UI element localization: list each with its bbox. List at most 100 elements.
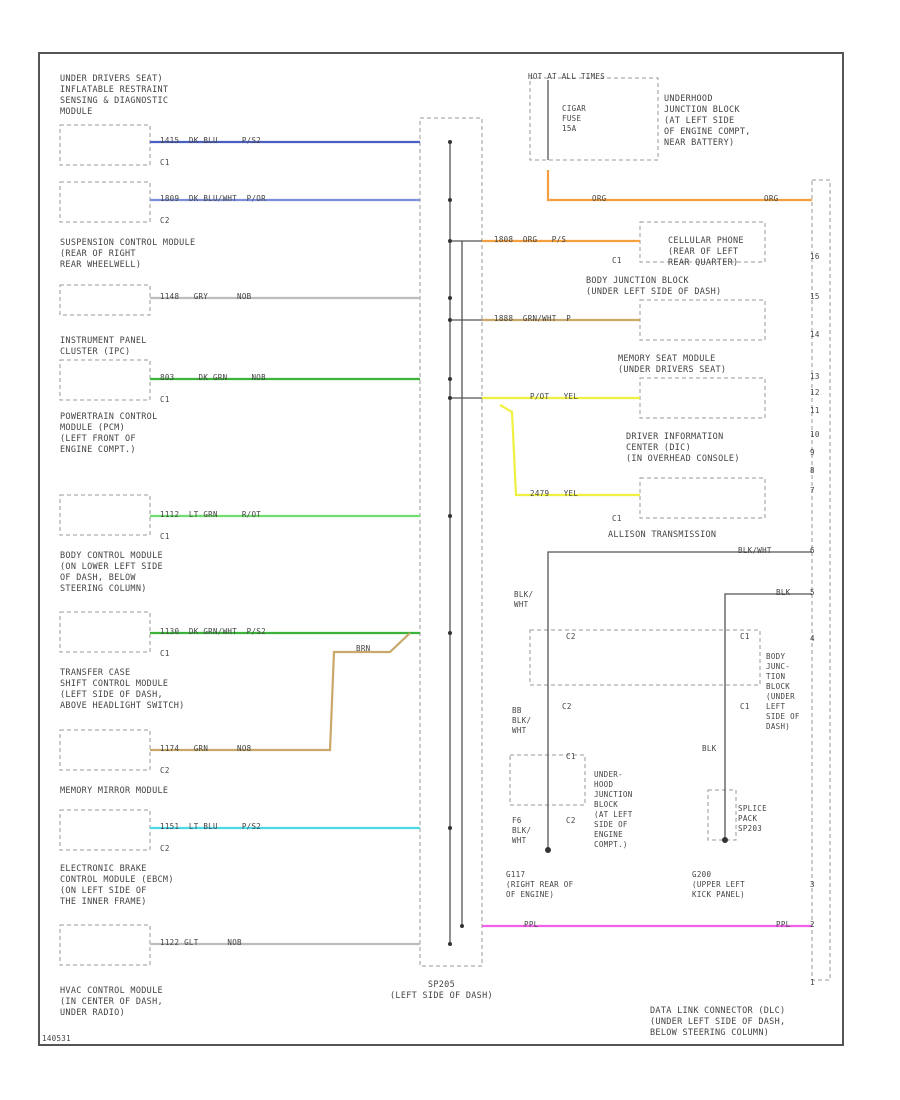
label-memory-seat: MEMORY SEAT MODULE (UNDER DRIVERS SEAT) [618,354,727,375]
dlc-pin-label: 11 [810,406,820,415]
conn-c15: C1 [740,632,750,641]
label-suspension: SUSPENSION CONTROL MODULE (REAR OF RIGHT… [60,238,196,270]
label-allison: ALLISON TRANSMISSION [608,530,717,540]
label-dlc: DATA LINK CONNECTOR (DLC) (UNDER LEFT SI… [650,1006,786,1038]
label-hvac: HVAC CONTROL MODULE (IN CENTER OF DASH, … [60,986,163,1018]
dlc-pin-label: 15 [810,292,820,301]
wire-label-org-b: ORG [764,194,779,203]
body-jb-right-box [529,629,761,686]
wire-blk [724,593,812,840]
splice-box [419,117,483,967]
conn-c20: C2 [566,816,576,825]
dlc-pin-label: 12 [810,388,820,397]
conn-c4: C1 [160,532,170,541]
conn-c7: C2 [160,766,170,775]
wire-label-org-a: ORG [592,194,607,203]
diagram-frame [38,52,844,1046]
fuse-box [529,77,659,161]
label-fuse: CIGAR FUSE 15A [562,104,587,133]
conn-c12: C1 [612,514,622,523]
conn-c16: C2 [562,702,572,711]
dlc-pin-label: 10 [810,430,820,439]
dlc-box [811,179,831,981]
wire-label-blk-2: BLK [702,744,717,753]
label-sp: SP205 (LEFT SIDE OF DASH) [390,980,493,1001]
module-box-ebcm [59,924,151,966]
conn-c8: C2 [160,844,170,853]
wire-label-blk-wht: BLK/WHT [738,546,772,555]
module-box-transfer [59,729,151,771]
dlc-pin-label: 16 [810,252,820,261]
conn-c3: C1 [160,395,170,404]
conn-c21: C1 [566,752,576,761]
conn-c9: C1 [612,256,622,265]
wire-label-2: 1809 DK BLU/WHT P/OR [160,194,266,203]
wire-label-blk: BLK [776,588,791,597]
module-box-suspension [59,284,151,316]
label-bcm: BODY CONTROL MODULE (ON LOWER LEFT SIDE … [60,551,163,594]
conn-c1: C1 [160,158,170,167]
dlc-pin-label: 9 [810,448,815,457]
conn-c17: C1 [740,702,750,711]
conn-c5: C1 [160,649,170,658]
conn-c2: C2 [160,216,170,225]
memory-seat-box [639,377,766,419]
splice-pack-box [707,789,737,841]
dlc-pin-label: 6 [810,546,815,555]
module-box-bcm [59,611,151,653]
module-box-inflatable [59,124,151,166]
dlc-pin-label: 1 [810,978,815,987]
label-g200: G200 (UPPER LEFT KICK PANEL) [692,870,745,899]
module-box-ipc [59,359,151,401]
label-hot: HOT AT ALL TIMES [528,72,606,81]
module-box-mirror [59,809,151,851]
ground-g117 [545,847,551,853]
wire-label-bb: BB BLK/ WHT [512,706,532,735]
dlc-pin-label: 8 [810,466,815,475]
wire-label-6: 1130 DK GRN/WHT P/S2 [160,627,266,636]
dic-box [639,477,766,519]
label-splice-pack: SPLICE PACK SP203 [738,804,767,833]
wire-label-12: P/OT YEL [530,392,579,401]
label-mirror: MEMORY MIRROR MODULE [60,786,169,796]
wire-label-3: 1148 GRY NOB [160,292,252,301]
wire-yel-2 [499,404,640,497]
label-ipc: INSTRUMENT PANEL CLUSTER (IPC) [60,336,147,357]
label-cellular: CELLULAR PHONE (REAR OF LEFT REAR QUARTE… [668,236,744,268]
dlc-pin-label: 5 [810,588,815,597]
label-dic: DRIVER INFORMATION CENTER (DIC) (IN OVER… [626,432,740,464]
wire-label-8: 1151 LT BLU P/S2 [160,822,262,831]
wire-label-1: 1415 DK BLU P/S2 [160,136,262,145]
wire-label-9: 1122 GLT NOB [160,938,242,947]
dlc-pin-label: 14 [810,330,820,339]
dlc-pin-label: 7 [810,486,815,495]
label-transfer: TRANSFER CASE SHIFT CONTROL MODULE (LEFT… [60,668,185,711]
module-box-pcm [59,494,151,536]
wire-label-13: 2479 YEL [530,489,579,498]
label-underhood-bottom: UNDER- HOOD JUNCTION BLOCK (AT LEFT SIDE… [594,770,633,849]
dlc-pin-label: 13 [810,372,820,381]
label-body-jb-top: BODY JUNCTION BLOCK (UNDER LEFT SIDE OF … [586,276,722,297]
wire-label-5: 1112 LT GRN R/OT [160,510,262,519]
wire-label-brn: BRN [356,644,371,653]
module-box-inflatable-c2 [59,181,151,223]
wire-label-11: 1888 GRN/WHT P [494,314,572,323]
wire-label-4: 803 DK GRN NOB [160,373,266,382]
wire-label-7: 1174 GRN NO8 [160,744,252,753]
dlc-pin-label: 2 [810,920,815,929]
ground-g200 [722,837,728,843]
wire-blk-wht [547,551,812,850]
label-body-jb-right: BODY JUNC- TION BLOCK (UNDER LEFT SIDE O… [766,652,800,731]
label-inflatable: UNDER DRIVERS SEAT) INFLATABLE RESTRAINT… [60,74,169,117]
wire-org-top [546,170,812,202]
wire-label-f6: F6 BLK/ WHT [512,816,532,845]
wire-brn [150,632,411,752]
body-jb-box [639,299,766,341]
wire-label-ppl-2: PPL [776,920,791,929]
label-figure: 140531 [42,1034,71,1043]
wire-label-blk-wht-2: BLK/ WHT [514,590,534,609]
label-pcm: POWERTRAIN CONTROL MODULE (PCM) (LEFT FR… [60,412,158,455]
label-ebcm: ELECTRONIC BRAKE CONTROL MODULE (EBCM) (… [60,864,174,907]
wire-label-10: 1808 ORG P/S [494,235,567,244]
